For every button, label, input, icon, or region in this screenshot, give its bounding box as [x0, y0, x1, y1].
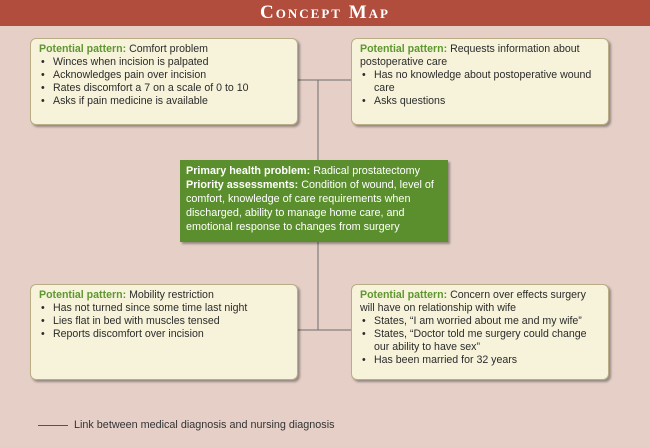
pattern-label: Potential pattern:: [360, 43, 448, 55]
cue-item: •Acknowledges pain over incision: [41, 69, 207, 81]
cue-item: •Has not turned since some time last nig…: [41, 302, 248, 314]
pattern-label: Potential pattern:: [39, 43, 127, 55]
cue-item: •States, “Doctor told me surgery could c…: [362, 328, 587, 353]
cue-item: •Asks questions: [362, 95, 446, 107]
pattern-heading: Potential pattern: Concern over effects …: [360, 289, 601, 315]
cue-item: •Reports discomfort over incision: [41, 328, 204, 340]
cue-item: •Winces when incision is palpated: [41, 56, 209, 68]
cue-item: •States, “I am worried about me and my w…: [362, 315, 582, 327]
primary-health-problem: Primary health problem: Radical prostate…: [186, 164, 442, 178]
cue-list: •States, “I am worried about me and my w…: [360, 315, 601, 367]
primary-value: Radical prostatectomy: [313, 165, 421, 177]
legend-line-swatch: [38, 424, 68, 426]
pattern-heading: Potential pattern: Requests information …: [360, 43, 601, 69]
cue-item: •Asks if pain medicine is available: [41, 95, 208, 107]
pattern-label: Potential pattern:: [360, 289, 448, 301]
cue-item: •Has been married for 32 years: [362, 354, 518, 366]
pattern-heading: Potential pattern: Comfort problem: [39, 43, 290, 56]
priority-value: Condition of wound, level of comfort, kn…: [186, 179, 434, 233]
pattern-name: Mobility restriction: [129, 289, 214, 301]
cue-item: •Has no knowledge about postoperative wo…: [362, 69, 592, 94]
cue-list: •Has not turned since some time last nig…: [39, 302, 290, 341]
pattern-box-information: Potential pattern: Requests information …: [351, 38, 609, 125]
priority-label: Priority assessments:: [186, 179, 299, 191]
legend-text: Link between medical diagnosis and nursi…: [74, 419, 335, 431]
cue-list: •Has no knowledge about postoperative wo…: [360, 69, 601, 108]
cue-item: •Lies flat in bed with muscles tensed: [41, 315, 220, 327]
primary-label: Primary health problem:: [186, 165, 311, 177]
primary-problem-box: Primary health problem: Radical prostate…: [180, 160, 448, 242]
legend: Link between medical diagnosis and nursi…: [38, 418, 335, 432]
pattern-label: Potential pattern:: [39, 289, 127, 301]
pattern-box-relationship: Potential pattern: Concern over effects …: [351, 284, 609, 380]
concept-map-title: Concept Map: [0, 0, 650, 26]
pattern-heading: Potential pattern: Mobility restriction: [39, 289, 290, 302]
cue-list: •Winces when incision is palpated •Ackno…: [39, 56, 290, 108]
pattern-name: Concern over effects surgery will have o…: [360, 289, 586, 314]
cue-item: •Rates discomfort a 7 on a scale of 0 to…: [41, 82, 249, 94]
pattern-box-mobility: Potential pattern: Mobility restriction …: [30, 284, 298, 380]
priority-assessments: Priority assessments: Condition of wound…: [186, 178, 442, 234]
pattern-box-comfort: Potential pattern: Comfort problem •Winc…: [30, 38, 298, 125]
pattern-name: Comfort problem: [129, 43, 208, 55]
pattern-name: Requests information about postoperative…: [360, 43, 580, 68]
